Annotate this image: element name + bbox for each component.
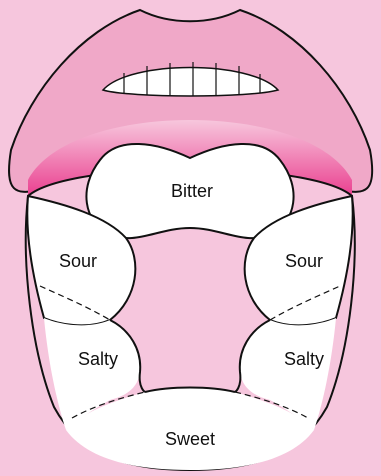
sour-left-label: Sour xyxy=(59,251,97,271)
sweet-label: Sweet xyxy=(165,429,215,449)
salty-left-label: Salty xyxy=(78,349,118,369)
bitter-label: Bitter xyxy=(171,181,213,201)
salty-right-label: Salty xyxy=(284,349,324,369)
sour-right-label: Sour xyxy=(285,251,323,271)
